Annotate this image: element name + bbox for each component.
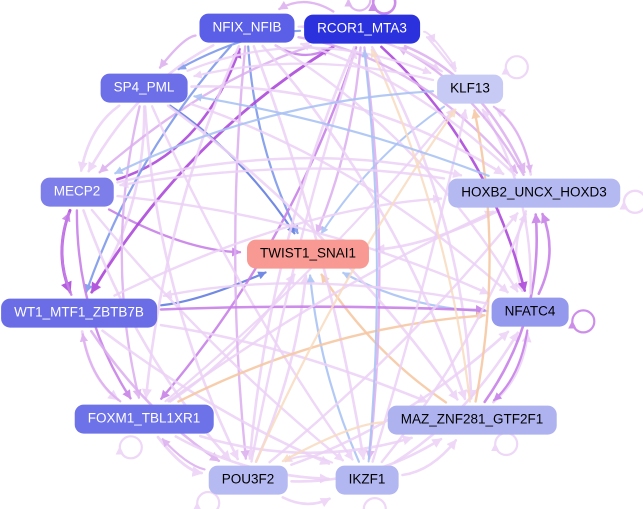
edge-IKZF1-MAZ_ZNF281_GTF2F1 (401, 439, 458, 477)
edge-SP4_PML-HOXB2_UNCX_HOXD3 (190, 85, 505, 176)
edge-RCOR1_MTA3-MAZ_ZNF281_GTF2F1 (370, 45, 476, 400)
edge-MAZ_ZNF281_GTF2F1-POU3F2 (281, 421, 385, 463)
edge-KLF13-SP4_PML (193, 62, 435, 82)
node-NFATC4[interactable]: NFATC4 (491, 297, 569, 327)
edge-MECP2-TWIST1_SNAI1 (107, 208, 242, 257)
edge-POU3F2-FOXM1_TBL1XR1 (161, 438, 206, 471)
edge-MAZ_ZNF281_GTF2F1-KLF13 (471, 109, 491, 403)
self-loop-KLF13 (501, 55, 529, 80)
edge-FOXM1_TBL1XR1-HOXB2_UNCX_HOXD3 (167, 210, 495, 403)
edge-MECP2-NFATC4 (116, 194, 490, 295)
self-loop-FOXM1_TBL1XR1 (115, 435, 143, 460)
edge-NFIX_NFIB-HOXB2_UNCX_HOXD3 (297, 36, 518, 174)
edge-SP4_PML-FOXM1_TBL1XR1 (120, 105, 142, 399)
edge-NFIX_NFIB-NFATC4 (274, 44, 519, 293)
node-WT1_MTF1_ZBTB7B[interactable]: WT1_MTF1_ZBTB7B (1, 298, 157, 328)
edge-RCOR1_MTA3-NFIX_NFIB (278, 0, 335, 13)
node-NFIX_NFIB[interactable]: NFIX_NFIB (199, 13, 295, 43)
edge-NFIX_NFIB-FOXM1_TBL1XR1 (142, 45, 241, 399)
self-loop-RCOR1_MTA3 (368, 0, 397, 15)
self-loop-MAZ_ZNF281_GTF2F1 (491, 431, 519, 457)
edge-POU3F2-IKZF1 (281, 496, 331, 507)
edge-NFIX_NFIB-MAZ_ZNF281_GTF2F1 (261, 44, 467, 401)
edge-SP4_PML-POU3F2 (143, 105, 239, 461)
node-KLF13[interactable]: KLF13 (437, 74, 503, 104)
edge-FOXM1_TBL1XR1-NFATC4 (177, 311, 486, 403)
edge-HOXB2_UNCX_HOXD3-TWIST1_SNAI1 (374, 209, 501, 254)
self-loop-RCOR1_MTA3 (344, 0, 372, 12)
edge-HOXB2_UNCX_HOXD3-SP4_PML (193, 93, 490, 177)
self-loop-POU3F2 (193, 490, 221, 509)
node-FOXM1_TBL1XR1[interactable]: FOXM1_TBL1XR1 (74, 404, 214, 434)
node-SP4_PML[interactable]: SP4_PML (100, 73, 188, 103)
node-IKZF1[interactable]: IKZF1 (335, 465, 399, 495)
edge-WT1_MTF1_ZBTB7B-IKZF1 (101, 329, 331, 465)
edge-RCOR1_MTA3-NFATC4 (380, 45, 528, 292)
edge-FOXM1_TBL1XR1-WT1_MTF1_ZBTB7B (79, 333, 122, 403)
edge-RCOR1_MTA3-MECP2 (98, 44, 312, 174)
edge-IKZF1-RCOR1_MTA3 (361, 49, 378, 463)
node-POU3F2[interactable]: POU3F2 (208, 465, 288, 495)
edge-NFATC4-MAZ_ZNF281_GTF2F1 (493, 329, 529, 402)
edge-SP4_PML-MECP2 (77, 104, 121, 172)
edge-SP4_PML-NFATC4 (190, 102, 509, 294)
edge-RCOR1_MTA3-TWIST1_SNAI1 (315, 46, 362, 235)
edge-NFIX_NFIB-POU3F2 (234, 45, 250, 460)
edge-SP4_PML-IKZF1 (150, 105, 354, 461)
edge-WT1_MTF1_ZBTB7B-MAZ_ZNF281_GTF2F1 (159, 323, 428, 403)
edge-WT1_MTF1_ZBTB7B-HOXB2_UNCX_HOXD3 (113, 194, 443, 297)
self-loop-NFATC4 (568, 309, 596, 334)
edge-KLF13-MECP2 (114, 90, 435, 175)
node-HOXB2_UNCX_HOXD3[interactable]: HOXB2_UNCX_HOXD3 (448, 178, 620, 208)
edge-WT1_MTF1_ZBTB7B-TWIST1_SNAI1 (159, 271, 267, 307)
edge-MECP2-NFIX_NFIB (116, 47, 242, 181)
edge-POU3F2-HOXB2_UNCX_HOXD3 (268, 212, 519, 464)
node-MAZ_ZNF281_GTF2F1[interactable]: MAZ_ZNF281_GTF2F1 (387, 405, 557, 435)
node-RCOR1_MTA3[interactable]: RCOR1_MTA3 (304, 14, 420, 44)
edge-KLF13-HOXB2_UNCX_HOXD3 (492, 105, 533, 173)
edge-NFIX_NFIB-SP4_PML (158, 34, 197, 69)
edge-RCOR1_MTA3-WT1_MTF1_ZBTB7B (90, 45, 335, 294)
edge-NFATC4-HOXB2_UNCX_HOXD3 (537, 212, 551, 295)
edge-WT1_MTF1_ZBTB7B-MECP2 (60, 212, 73, 296)
self-loop-HOXB2_UNCX_HOXD3 (619, 189, 643, 214)
node-MECP2[interactable]: MECP2 (40, 177, 114, 207)
edge-NFATC4-WT1_MTF1_ZBTB7B (162, 282, 489, 305)
self-loop-IKZF1 (359, 497, 387, 509)
edge-FOXM1_TBL1XR1-MAZ_ZNF281_GTF2F1 (199, 434, 413, 455)
node-TWIST1_SNAI1[interactable]: TWIST1_SNAI1 (246, 239, 370, 269)
edge-RCOR1_MTA3-KLF13 (423, 30, 457, 70)
edge-IKZF1-KLF13 (371, 109, 469, 463)
edge-RCOR1_MTA3-IKZF1 (363, 46, 381, 460)
edge-HOXB2_UNCX_HOXD3-MECP2 (119, 167, 446, 189)
edge-MECP2-HOXB2_UNCX_HOXD3 (116, 156, 463, 184)
